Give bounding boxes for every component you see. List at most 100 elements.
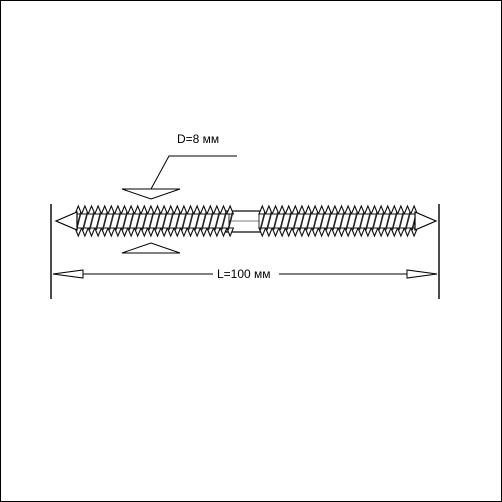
right-thread-flank: [384, 211, 392, 231]
length-dimension: L=100 мм: [52, 266, 438, 281]
left-thread-flank: [161, 211, 168, 231]
right-thread-tooth-top: [284, 204, 293, 215]
left-thread-tooth-top: [133, 204, 142, 215]
left-thread-flank: [194, 211, 201, 231]
left-thread-flank: [121, 211, 128, 231]
left-thread-tooth-top: [173, 204, 182, 215]
left-thread-tooth-top: [179, 204, 189, 215]
right-thread-flank: [266, 211, 273, 231]
left-thread-tooth-top: [206, 204, 215, 215]
left-thread-flank: [115, 211, 122, 231]
right-thread-tooth-top: [317, 204, 326, 215]
left-thread-tooth-top: [186, 204, 195, 215]
right-thread-flank: [279, 211, 286, 231]
left-thread-flank: [128, 211, 135, 231]
left-thread-tooth-top: [219, 204, 228, 215]
left-thread-flank: [220, 211, 227, 231]
right-thread-tooth-top: [396, 204, 406, 215]
right-thread-tooth-top: [383, 204, 392, 215]
diameter-arrow-top: [121, 188, 181, 200]
right-thread-tooth-top: [343, 204, 353, 215]
right-thread-tooth-top: [370, 204, 379, 215]
left-thread-tooth-top: [159, 204, 169, 215]
left-thread-flank: [174, 211, 181, 231]
right-thread-tooth-top: [376, 204, 386, 215]
left-thread-tooth-top: [100, 204, 109, 215]
left-thread-flank: [148, 211, 155, 231]
right-thread-tooth-top: [357, 204, 366, 215]
left-thread-flank: [214, 211, 221, 231]
left-thread-tooth-top: [107, 204, 116, 215]
left-thread-flank: [134, 211, 142, 231]
right-thread-tooth-top: [297, 204, 307, 215]
right-thread-tooth-top: [258, 204, 267, 215]
right-thread-tooth-top: [350, 204, 359, 215]
diameter-label: D=8 мм: [177, 132, 219, 146]
right-tip: [414, 211, 438, 231]
right-thread-flank: [318, 211, 326, 231]
right-thread-tooth-top: [304, 204, 313, 215]
left-thread-tooth-top: [212, 204, 222, 215]
right-thread-flank: [351, 211, 359, 231]
right-thread-flank: [305, 211, 312, 231]
right-thread-flank: [312, 211, 319, 231]
right-thread-flank: [345, 211, 352, 231]
right-thread-flank: [391, 211, 398, 231]
right-thread-flank: [398, 211, 405, 231]
right-thread-tooth-top: [277, 204, 287, 215]
left-thread-flank: [101, 211, 109, 231]
left-thread-tooth-top: [225, 204, 235, 215]
left-thread-flank: [167, 211, 175, 231]
left-thread-tooth-top: [87, 204, 96, 215]
right-thread-flank: [285, 211, 293, 231]
left-thread-tooth-top: [140, 204, 149, 215]
right-thread-flank: [378, 211, 385, 231]
right-thread-tooth-top: [337, 204, 346, 215]
left-thread: [74, 204, 235, 238]
right-thread-tooth-top: [324, 204, 333, 215]
diameter-indicator: D=8 мм: [121, 132, 237, 254]
left-thread-flank: [227, 211, 234, 231]
right-thread-tooth-top: [390, 204, 399, 215]
right-thread-tooth-top: [291, 204, 300, 215]
left-thread-tooth-top: [93, 204, 103, 215]
right-thread-flank: [299, 211, 306, 231]
right-thread-flank: [338, 211, 345, 231]
left-thread-tooth-top: [199, 204, 208, 215]
right-thread-tooth-top: [310, 204, 320, 215]
left-thread-flank: [154, 211, 161, 231]
right-thread-flank: [332, 211, 339, 231]
right-thread-flank: [358, 211, 365, 231]
right-thread: [258, 204, 419, 238]
left-thread-flank: [187, 211, 194, 231]
left-thread-flank: [207, 211, 214, 231]
right-thread-tooth-top: [330, 204, 340, 215]
left-thread-flank: [108, 211, 115, 231]
left-thread-flank: [200, 211, 208, 231]
right-thread-flank: [259, 211, 266, 231]
left-thread-flank: [88, 211, 95, 231]
left-thread-tooth-top: [120, 204, 129, 215]
length-label: L=100 мм: [217, 267, 271, 281]
diameter-arrow-bottom: [121, 242, 181, 254]
left-tip: [54, 211, 78, 231]
left-thread-tooth-top: [192, 204, 202, 215]
right-thread-tooth-top: [403, 204, 412, 215]
right-thread-flank: [272, 211, 279, 231]
left-thread-tooth-top: [80, 204, 90, 215]
left-thread-tooth-top: [146, 204, 156, 215]
left-thread-tooth-top: [153, 204, 162, 215]
right-thread-flank: [292, 211, 299, 231]
left-thread-flank: [82, 211, 89, 231]
left-thread-flank: [95, 211, 102, 231]
left-thread-flank: [141, 211, 148, 231]
left-thread-tooth-top: [126, 204, 136, 215]
length-arrow-left: [52, 269, 84, 279]
left-thread-tooth-top: [113, 204, 123, 215]
screw-body: [54, 204, 438, 238]
length-arrow-right: [406, 269, 438, 279]
right-thread-tooth-top: [264, 204, 274, 215]
left-thread-tooth-top: [166, 204, 175, 215]
right-thread-tooth-top: [271, 204, 280, 215]
length-label-background: [213, 266, 279, 280]
